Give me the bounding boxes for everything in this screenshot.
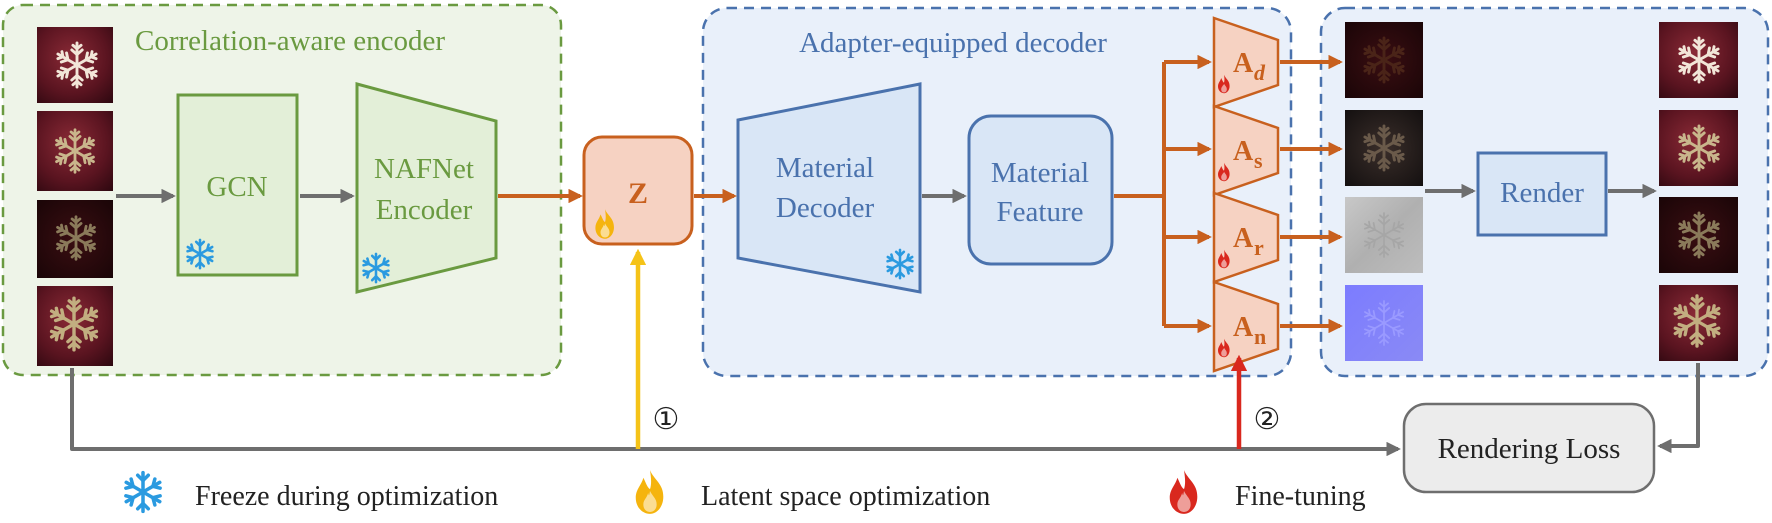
rendered-image-2 xyxy=(1659,110,1738,186)
decoder-label-line2: Decoder xyxy=(776,192,875,224)
step-2-marker: ② xyxy=(1254,403,1281,436)
adapter-d: A d xyxy=(1212,16,1280,109)
rendered-image-3 xyxy=(1659,197,1738,273)
adapter-d-sub: d xyxy=(1254,60,1266,85)
specular-map xyxy=(1345,110,1423,186)
normal-map xyxy=(1345,285,1423,361)
rendered-image-4 xyxy=(1659,285,1738,361)
legend-finetune-flame-icon xyxy=(1169,470,1198,514)
latent-z-label: Z xyxy=(628,177,648,210)
gcn-label: GCN xyxy=(206,171,267,203)
legend-latent-flame-icon xyxy=(635,470,664,514)
latent-z-block xyxy=(582,135,694,246)
adapter-s-letter: A xyxy=(1233,136,1254,167)
render-block xyxy=(1476,151,1608,237)
adapter-n: A n xyxy=(1212,280,1280,373)
adapter-r-sub: r xyxy=(1254,235,1264,260)
input-images xyxy=(37,27,113,366)
adapter-r-letter: A xyxy=(1233,223,1254,254)
adapter-s-sub: s xyxy=(1254,148,1263,173)
encoder-title: Correlation-aware encoder xyxy=(135,25,445,57)
legend-freeze-icon xyxy=(124,473,163,512)
decoder-label-line1: Material xyxy=(776,152,874,184)
nafnet-label-line1: NAFNet xyxy=(374,153,474,185)
feature-label-line2: Feature xyxy=(997,196,1084,228)
legend-latent-label: Latent space optimization xyxy=(701,481,990,512)
nafnet-label-line2: Encoder xyxy=(376,194,473,226)
nafnet-encoder-block xyxy=(355,82,498,294)
rendered-images xyxy=(1659,22,1738,361)
adapter-s: A s xyxy=(1212,104,1280,197)
roughness-map xyxy=(1345,197,1423,273)
input-image-4 xyxy=(37,286,113,366)
rendering-loss-label: Rendering Loss xyxy=(1438,433,1621,465)
legend: Freeze during optimization Latent space … xyxy=(124,470,1366,514)
material-maps xyxy=(1345,22,1423,361)
legend-finetune-label: Fine-tuning xyxy=(1235,481,1366,512)
arrow-input-to-loss xyxy=(70,368,1401,457)
rendered-image-1 xyxy=(1659,22,1738,98)
render-label: Render xyxy=(1500,177,1584,209)
input-image-3 xyxy=(37,200,113,278)
decoder-title: Adapter-equipped decoder xyxy=(799,27,1107,59)
arrow-output-to-loss xyxy=(1657,363,1700,454)
feature-label-line1: Material xyxy=(991,157,1089,189)
adapter-n-sub: n xyxy=(1254,324,1266,349)
rendering-loss-block xyxy=(1402,402,1656,494)
adapter-n-letter: A xyxy=(1233,312,1254,343)
input-image-2 xyxy=(37,111,113,191)
input-image-1 xyxy=(37,27,113,103)
material-feature-block xyxy=(967,114,1114,266)
adapter-d-letter: A xyxy=(1233,48,1254,79)
diffuse-map xyxy=(1345,22,1423,98)
adapter-r: A r xyxy=(1212,191,1280,284)
legend-freeze-label: Freeze during optimization xyxy=(195,481,498,512)
material-decoder-block xyxy=(736,82,922,294)
step-1-marker: ① xyxy=(653,403,680,436)
